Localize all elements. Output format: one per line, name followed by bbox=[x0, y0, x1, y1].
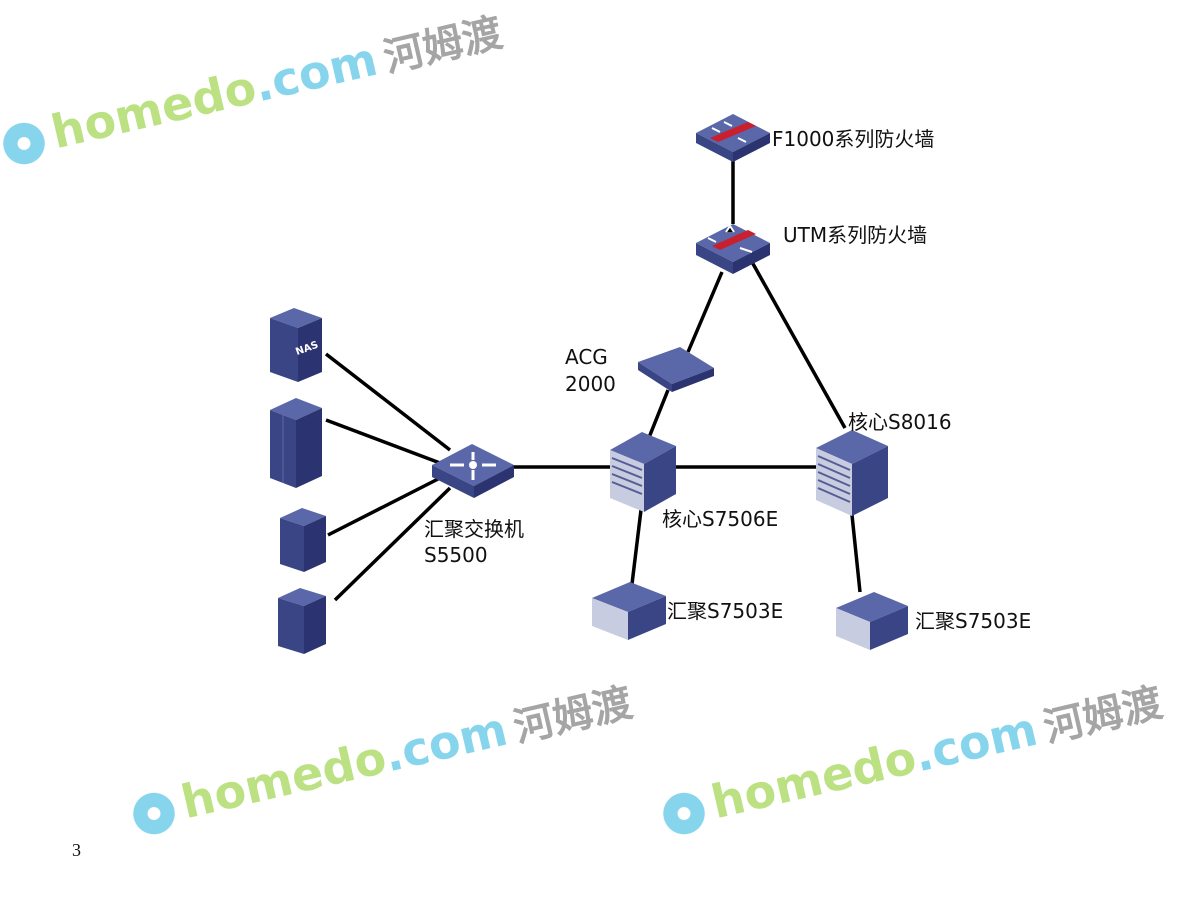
link-s7506e-s7503e bbox=[630, 509, 643, 585]
firewall-utm-icon[interactable] bbox=[696, 224, 770, 274]
page-number: 3 bbox=[72, 840, 81, 860]
links bbox=[324, 158, 862, 602]
firewall-f1000-icon[interactable] bbox=[696, 114, 770, 162]
label-acg-line1: ACG bbox=[565, 345, 608, 369]
core-switch-s8016-icon[interactable] bbox=[816, 430, 888, 516]
label-acg-line2: 2000 bbox=[565, 372, 616, 396]
label-core-s8016: 核心S8016 bbox=[848, 410, 952, 434]
aggregation-switch-s5500-icon[interactable] bbox=[432, 444, 514, 498]
label-s7503e-left: 汇聚S7503E bbox=[667, 599, 784, 623]
core-switch-s7506e-icon[interactable] bbox=[610, 432, 676, 512]
label-f1000: F1000系列防火墙 bbox=[772, 127, 935, 151]
link-server2-s5500 bbox=[333, 486, 452, 602]
aggregation-switch-s7503e-left-icon[interactable] bbox=[592, 582, 666, 640]
tower-server-icon[interactable] bbox=[280, 508, 326, 572]
server-rack-icon[interactable] bbox=[270, 398, 322, 488]
link-utm-s8016 bbox=[750, 261, 847, 429]
tower-server-icon[interactable] bbox=[278, 588, 326, 654]
link-utm-acg bbox=[686, 271, 724, 353]
label-core-s7506e: 核心S7506E bbox=[662, 507, 779, 531]
link-server1-s5500 bbox=[327, 476, 441, 537]
label-agg-switch-line2: S5500 bbox=[424, 543, 488, 567]
nas-server-icon[interactable]: NAS bbox=[270, 308, 322, 382]
link-nas-s5500 bbox=[324, 352, 452, 452]
label-agg-switch-line1: 汇聚交换机 bbox=[424, 517, 524, 541]
link-acg-s7506e bbox=[646, 389, 670, 441]
link-s8016-s7503e bbox=[850, 514, 862, 593]
acg-appliance-icon[interactable] bbox=[638, 347, 714, 392]
aggregation-switch-s7503e-right-icon[interactable] bbox=[836, 592, 908, 650]
link-rack-s5500 bbox=[325, 418, 441, 465]
label-s7503e-right: 汇聚S7503E bbox=[915, 609, 1032, 633]
label-utm: UTM系列防火墙 bbox=[783, 223, 928, 247]
